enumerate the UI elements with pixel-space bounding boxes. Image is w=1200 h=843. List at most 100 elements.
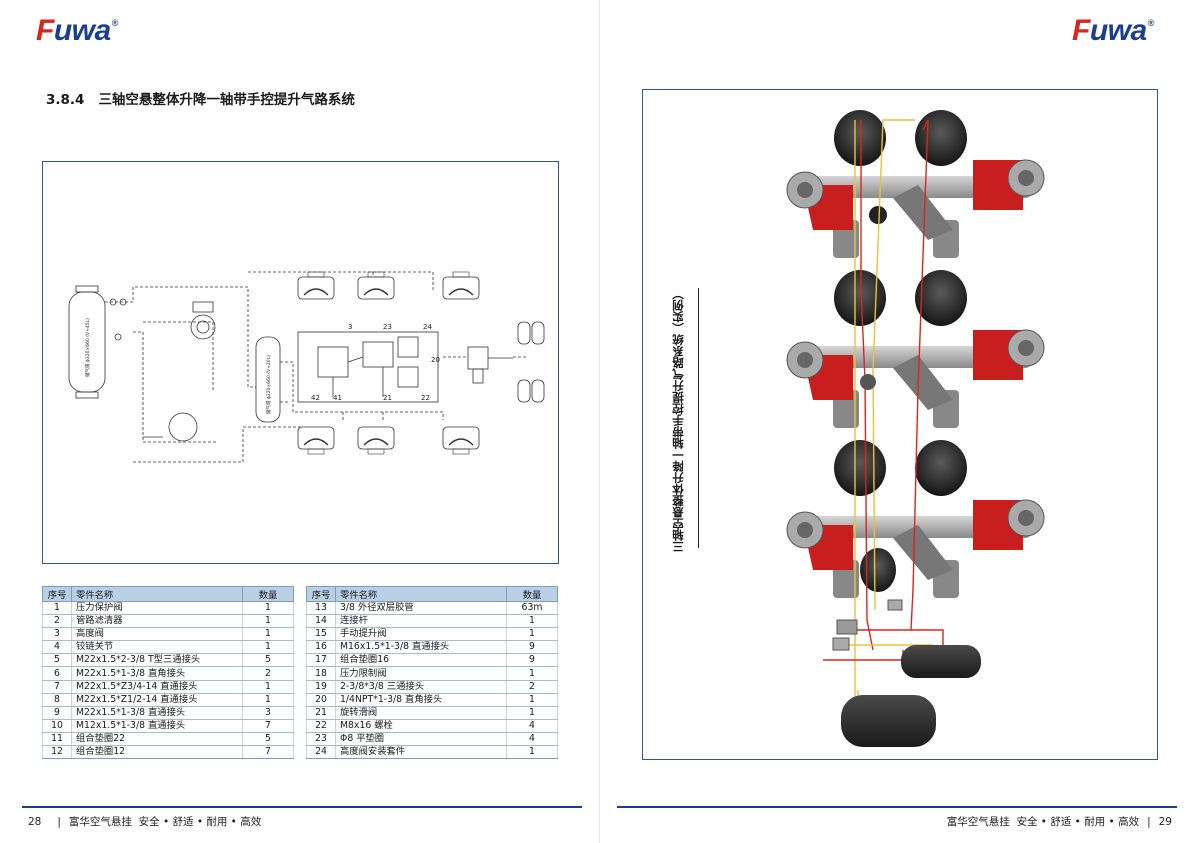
cell-qty: 5 xyxy=(242,653,294,668)
cell-qty: 1 xyxy=(242,627,294,642)
cell-name: M12x1.5*1-3/8 直通接头 xyxy=(71,719,243,733)
col-no: 序号 xyxy=(306,586,336,602)
cell-no: 9 xyxy=(42,706,72,720)
footer-right: 富华空气悬挂 安全 • 舒适 • 耐用 • 高效|29 xyxy=(946,816,1172,828)
axle-3 xyxy=(786,440,1045,598)
cell-qty: 1 xyxy=(242,680,294,694)
air-springs-top xyxy=(297,271,480,300)
cell-name: M22x1.5*2-3/8 T型三通接头 xyxy=(71,653,243,668)
port-label: 21 xyxy=(383,394,392,402)
footer-slogan: 安全 • 舒适 • 耐用 • 高效 xyxy=(138,816,262,828)
footer-left: 28|富华空气悬挂 安全 • 舒适 • 耐用 • 高效 xyxy=(28,816,262,828)
cell-qty: 5 xyxy=(242,732,294,747)
cell-qty: 2 xyxy=(242,666,294,681)
photo-tank-large xyxy=(841,695,936,747)
cell-name: 组合垫圈16 xyxy=(335,653,507,668)
port-label: 24 xyxy=(423,323,432,331)
pneumatic-schematic: 3 23 24 20 21 22 42 41 储气筒 ϕ320×660 (V≈4… xyxy=(42,161,559,564)
cell-name: 高度阀安装套件 xyxy=(335,745,507,760)
cell-qty: 1 xyxy=(506,627,558,642)
photo-panel xyxy=(642,89,1158,760)
cell-no: 15 xyxy=(306,627,336,642)
axle-2 xyxy=(786,270,1045,428)
cell-qty: 1 xyxy=(242,640,294,655)
cell-name: 3/8 外径双层胶管 xyxy=(335,601,507,616)
cell-name: Φ8 平垫圈 xyxy=(335,732,507,747)
brand-logo-left: Fuwa® xyxy=(36,14,118,47)
cell-no: 4 xyxy=(42,640,72,655)
col-no: 序号 xyxy=(42,586,72,602)
cell-name: M22x1.5*Z1/2-14 直通接头 xyxy=(71,693,243,707)
middle-air-tank xyxy=(255,336,281,423)
cell-qty: 1 xyxy=(242,614,294,629)
cell-no: 18 xyxy=(306,666,336,681)
footer-company: 富华空气悬挂 xyxy=(68,816,132,828)
cell-no: 24 xyxy=(306,745,336,760)
cell-name: 高度阀 xyxy=(71,627,243,642)
cell-qty: 3 xyxy=(242,706,294,720)
page-gutter xyxy=(599,0,600,843)
port-label: 41 xyxy=(333,394,342,402)
cell-name: 手动提升阀 xyxy=(335,627,507,642)
cell-no: 12 xyxy=(42,745,72,760)
cell-qty: 2 xyxy=(506,680,558,694)
cell-qty: 1 xyxy=(506,693,558,707)
height-valve xyxy=(190,314,216,340)
section-title-text: 三轴空悬整体升降一轴带手控提升气路系统 xyxy=(98,92,355,108)
footer-slogan: 安全 • 舒适 • 耐用 • 高效 xyxy=(1016,816,1140,828)
cell-name: 组合垫圈12 xyxy=(71,745,243,760)
table-header-row: 序号 零件名称 数量 xyxy=(306,586,558,602)
cell-name: M8x16 螺栓 xyxy=(335,719,507,733)
cell-no: 6 xyxy=(42,666,72,681)
cell-qty: 1 xyxy=(506,745,558,760)
axle-1 xyxy=(786,110,1045,258)
left-tank-label: 储气筒 ϕ320×660 (V≈45L) xyxy=(84,318,91,377)
middle-tank-label: 储气筒 ϕ220×660 (V≈20L) xyxy=(265,355,272,414)
cell-qty: 9 xyxy=(506,653,558,668)
cell-qty: 9 xyxy=(506,640,558,655)
cell-name: 连接杆 xyxy=(335,614,507,629)
footer-rule-left xyxy=(22,806,582,808)
cell-no: 17 xyxy=(306,653,336,668)
cell-no: 10 xyxy=(42,719,72,733)
schematic-svg: 3 23 24 20 21 22 42 41 储气筒 ϕ320×660 (V≈4… xyxy=(68,271,545,463)
photo-vertical-title: 三轴空悬整体升降一轴带手控提升气路系统（实例） xyxy=(671,288,685,553)
cell-qty: 4 xyxy=(506,719,558,733)
cell-no: 21 xyxy=(306,706,336,720)
axle-illustration xyxy=(786,110,1045,747)
cell-qty: 1 xyxy=(506,666,558,681)
cell-no: 1 xyxy=(42,601,72,616)
cell-no: 11 xyxy=(42,732,72,747)
cell-name: 铰链关节 xyxy=(71,640,243,655)
cell-qty: 1 xyxy=(242,601,294,616)
footer-company: 富华空气悬挂 xyxy=(946,816,1010,828)
cell-no: 2 xyxy=(42,614,72,629)
cell-name: 1/4NPT*1-3/8 直角接头 xyxy=(335,693,507,707)
col-name: 零件名称 xyxy=(71,586,243,602)
photo-tank-small xyxy=(901,645,981,678)
cell-no: 8 xyxy=(42,693,72,707)
cell-no: 22 xyxy=(306,719,336,733)
cell-qty: 7 xyxy=(242,719,294,733)
cell-no: 7 xyxy=(42,680,72,694)
cell-name: 2-3/8*3/8 三通接头 xyxy=(335,680,507,694)
